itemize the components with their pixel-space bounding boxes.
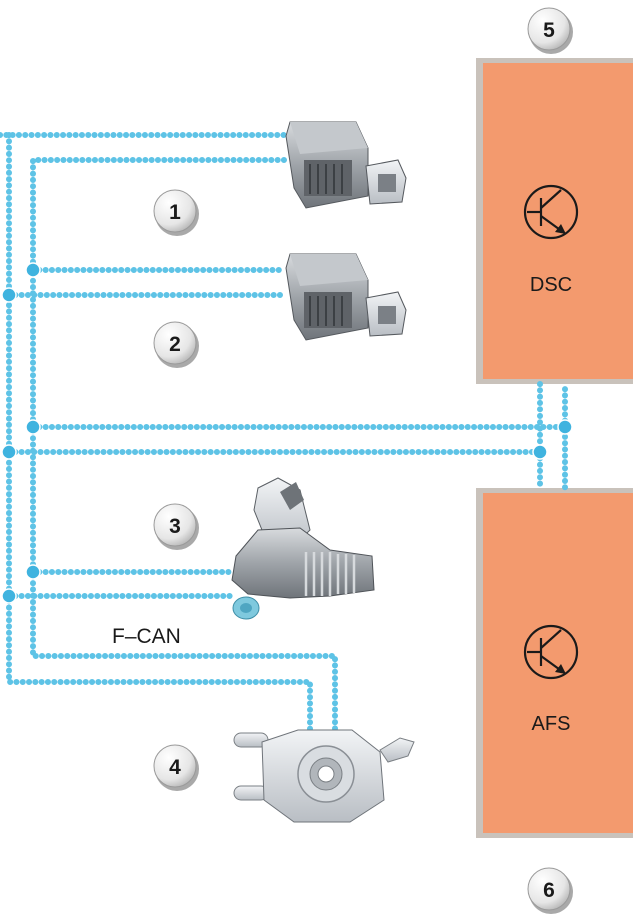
steering-actuator-icon — [231, 477, 375, 620]
bus-line-outer — [0, 132, 543, 738]
dsc-label: DSC — [530, 274, 572, 296]
badge-number: 4 — [169, 756, 181, 779]
badge-5: 5 — [527, 7, 573, 54]
badge-3: 3 — [153, 503, 199, 550]
junction-node — [25, 564, 41, 580]
badge-2: 2 — [153, 321, 199, 368]
yaw-rate-sensor-icon — [285, 253, 407, 341]
badge-number: 6 — [543, 879, 555, 902]
afs-label: AFS — [532, 713, 571, 735]
badge-6: 6 — [527, 867, 573, 914]
junction-node — [1, 287, 17, 303]
badge-circle — [153, 189, 197, 233]
afs-control-unit: AFS — [476, 488, 633, 838]
badge-circle — [527, 867, 571, 911]
badge-1: 1 — [153, 189, 199, 236]
junction-node — [25, 419, 41, 435]
steering-angle-sensor-icon — [233, 729, 415, 823]
number-badges: 1 2 3 4 5 6 — [153, 7, 573, 914]
afs-box — [483, 493, 633, 833]
badge-circle — [153, 503, 197, 547]
junction-node — [557, 419, 573, 435]
junction-node — [1, 444, 17, 460]
f-can-label: F–CAN — [112, 625, 181, 648]
bus-junction-nodes — [1, 262, 573, 604]
badge-number: 5 — [543, 19, 555, 42]
yaw-rate-sensor-icon — [285, 121, 407, 209]
junction-node — [532, 444, 548, 460]
badge-number: 2 — [169, 333, 181, 356]
dsc-control-unit: DSC — [476, 58, 633, 384]
badge-number: 3 — [169, 515, 181, 538]
junction-node — [1, 588, 17, 604]
badge-number: 1 — [169, 201, 181, 224]
dsc-transistor-icon — [523, 184, 579, 240]
badge-circle — [153, 744, 197, 788]
afs-transistor-icon — [523, 624, 579, 680]
dsc-box — [483, 63, 633, 379]
junction-node — [25, 262, 41, 278]
badge-circle — [153, 321, 197, 365]
badge-circle — [527, 7, 571, 51]
badge-4: 4 — [153, 744, 199, 791]
